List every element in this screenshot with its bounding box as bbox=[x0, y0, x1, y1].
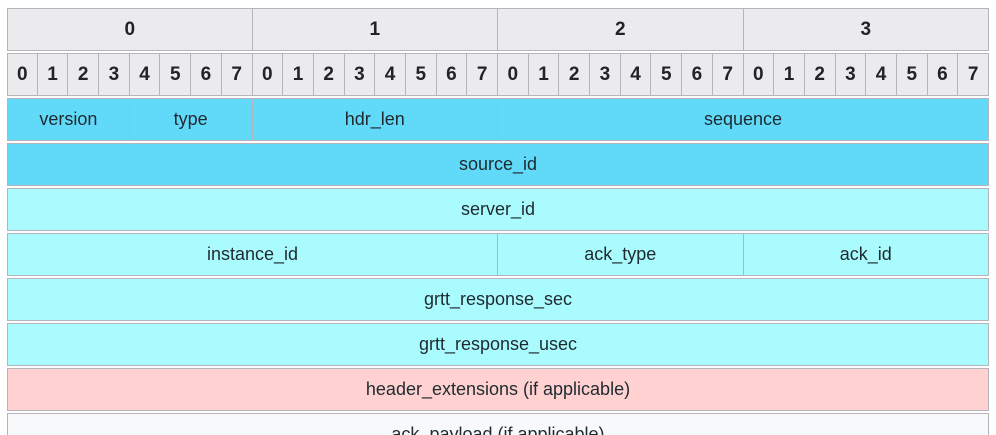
field-ack-id: ack_id bbox=[743, 233, 989, 276]
bit-cell: 4 bbox=[129, 53, 161, 96]
field-version: version bbox=[7, 98, 130, 141]
field-row: source_id bbox=[7, 143, 989, 186]
field-ack-type: ack_type bbox=[498, 233, 744, 276]
bit-cell: 0 bbox=[743, 53, 775, 96]
bit-cell: 7 bbox=[221, 53, 253, 96]
bit-cell: 5 bbox=[896, 53, 928, 96]
field-header-extensions: header_extensions (if applicable) bbox=[7, 368, 989, 411]
field-source-id: source_id bbox=[7, 143, 989, 186]
field-type: type bbox=[129, 98, 253, 141]
bit-cell: 2 bbox=[804, 53, 836, 96]
bit-cell: 4 bbox=[375, 53, 406, 96]
byte-header-row: 0 1 2 3 bbox=[7, 8, 989, 51]
bit-cell: 1 bbox=[528, 53, 560, 96]
field-row: version type hdr_len sequence bbox=[7, 98, 989, 141]
bit-cell: 1 bbox=[774, 53, 805, 96]
bit-cell: 4 bbox=[866, 53, 897, 96]
bit-cell: 5 bbox=[405, 53, 437, 96]
field-ack-payload: ack_payload (if applicable) bbox=[7, 413, 989, 435]
field-row: grtt_response_usec bbox=[7, 323, 989, 366]
bit-cell: 5 bbox=[651, 53, 683, 96]
byte-header-1: 1 bbox=[252, 8, 498, 51]
bit-header-row: 0 1 2 3 4 5 6 7 0 1 2 3 4 5 6 7 0 1 2 3 … bbox=[7, 53, 989, 96]
field-sequence: sequence bbox=[498, 98, 989, 141]
field-instance-id: instance_id bbox=[7, 233, 498, 276]
bit-cell: 6 bbox=[682, 53, 713, 96]
field-row: grtt_response_sec bbox=[7, 278, 989, 321]
byte-header-3: 3 bbox=[743, 8, 989, 51]
field-grtt-response-sec: grtt_response_sec bbox=[7, 278, 989, 321]
bit-cell: 2 bbox=[313, 53, 345, 96]
bit-cell: 0 bbox=[7, 53, 38, 96]
packet-structure-table: 0 1 2 3 0 1 2 3 4 5 6 7 0 1 2 3 4 5 6 7 … bbox=[7, 6, 989, 435]
bit-cell: 7 bbox=[712, 53, 744, 96]
byte-header-2: 2 bbox=[498, 8, 744, 51]
field-row: instance_id ack_type ack_id bbox=[7, 233, 989, 276]
bit-cell: 6 bbox=[436, 53, 468, 96]
packet-header-diagram: 0 1 2 3 0 1 2 3 4 5 6 7 0 1 2 3 4 5 6 7 … bbox=[7, 6, 989, 435]
field-grtt-response-usec: grtt_response_usec bbox=[7, 323, 989, 366]
bit-cell: 7 bbox=[958, 53, 989, 96]
bit-cell: 1 bbox=[37, 53, 69, 96]
bit-cell: 7 bbox=[467, 53, 498, 96]
field-row: ack_payload (if applicable) bbox=[7, 413, 989, 435]
bit-cell: 6 bbox=[927, 53, 959, 96]
field-row: server_id bbox=[7, 188, 989, 231]
bit-cell: 3 bbox=[344, 53, 376, 96]
field-hdr-len: hdr_len bbox=[252, 98, 498, 141]
bit-cell: 0 bbox=[252, 53, 284, 96]
bit-cell: 2 bbox=[68, 53, 100, 96]
bit-cell: 5 bbox=[160, 53, 192, 96]
bit-cell: 3 bbox=[835, 53, 867, 96]
bit-cell: 1 bbox=[283, 53, 314, 96]
bit-cell: 6 bbox=[191, 53, 222, 96]
bit-cell: 3 bbox=[590, 53, 621, 96]
bit-cell: 3 bbox=[99, 53, 130, 96]
field-server-id: server_id bbox=[7, 188, 989, 231]
bit-cell: 4 bbox=[620, 53, 652, 96]
byte-header-0: 0 bbox=[7, 8, 253, 51]
field-row: header_extensions (if applicable) bbox=[7, 368, 989, 411]
bit-cell: 0 bbox=[498, 53, 529, 96]
bit-cell: 2 bbox=[559, 53, 591, 96]
